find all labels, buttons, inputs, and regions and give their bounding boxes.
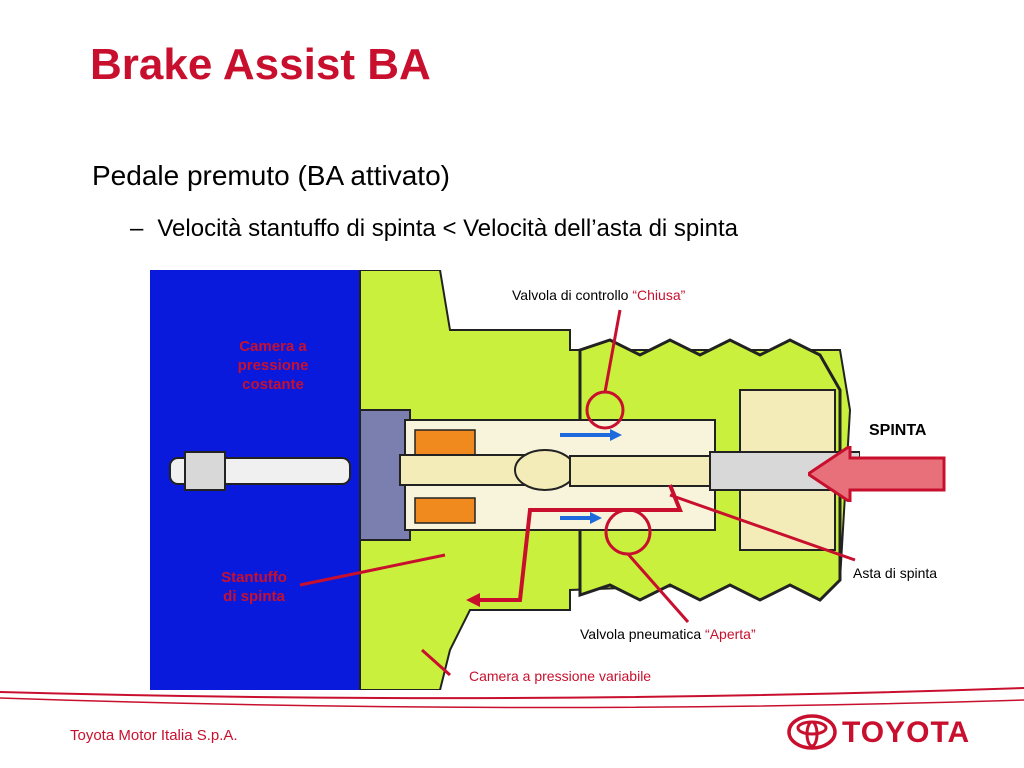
label-variable-chamber: Camera a pressione variabile: [469, 668, 652, 684]
label-constant-chamber: Camera a pressione costante: [237, 338, 309, 393]
bullet-dash: –: [130, 215, 144, 242]
footer-company: Toyota Motor Italia S.p.A.: [70, 727, 238, 744]
toyota-logo-icon: [787, 714, 837, 750]
thrust-arrow: [808, 446, 946, 502]
slide-title: Brake Assist BA: [90, 40, 431, 89]
footer-swoosh: [0, 687, 1024, 709]
label-plunger: Stantuffo di spinta: [221, 569, 287, 605]
brake-booster-diagram: [150, 270, 860, 690]
label-air-valve: Valvola pneumatica “Aperta”: [580, 626, 756, 642]
label-thrust: SPINTA: [869, 422, 927, 439]
brand-wordmark: TOYOTA: [842, 716, 971, 749]
bullet-main: Pedale premuto (BA attivato): [92, 160, 450, 191]
label-control-valve: Valvola di controllo “Chiusa”: [512, 287, 686, 303]
bullet-sub: –Velocità stantuffo di spinta < Velocità…: [130, 215, 738, 243]
bullet-sub-text: Velocità stantuffo di spinta < Velocità …: [157, 215, 738, 242]
label-push-rod: Asta di spinta: [853, 565, 938, 581]
